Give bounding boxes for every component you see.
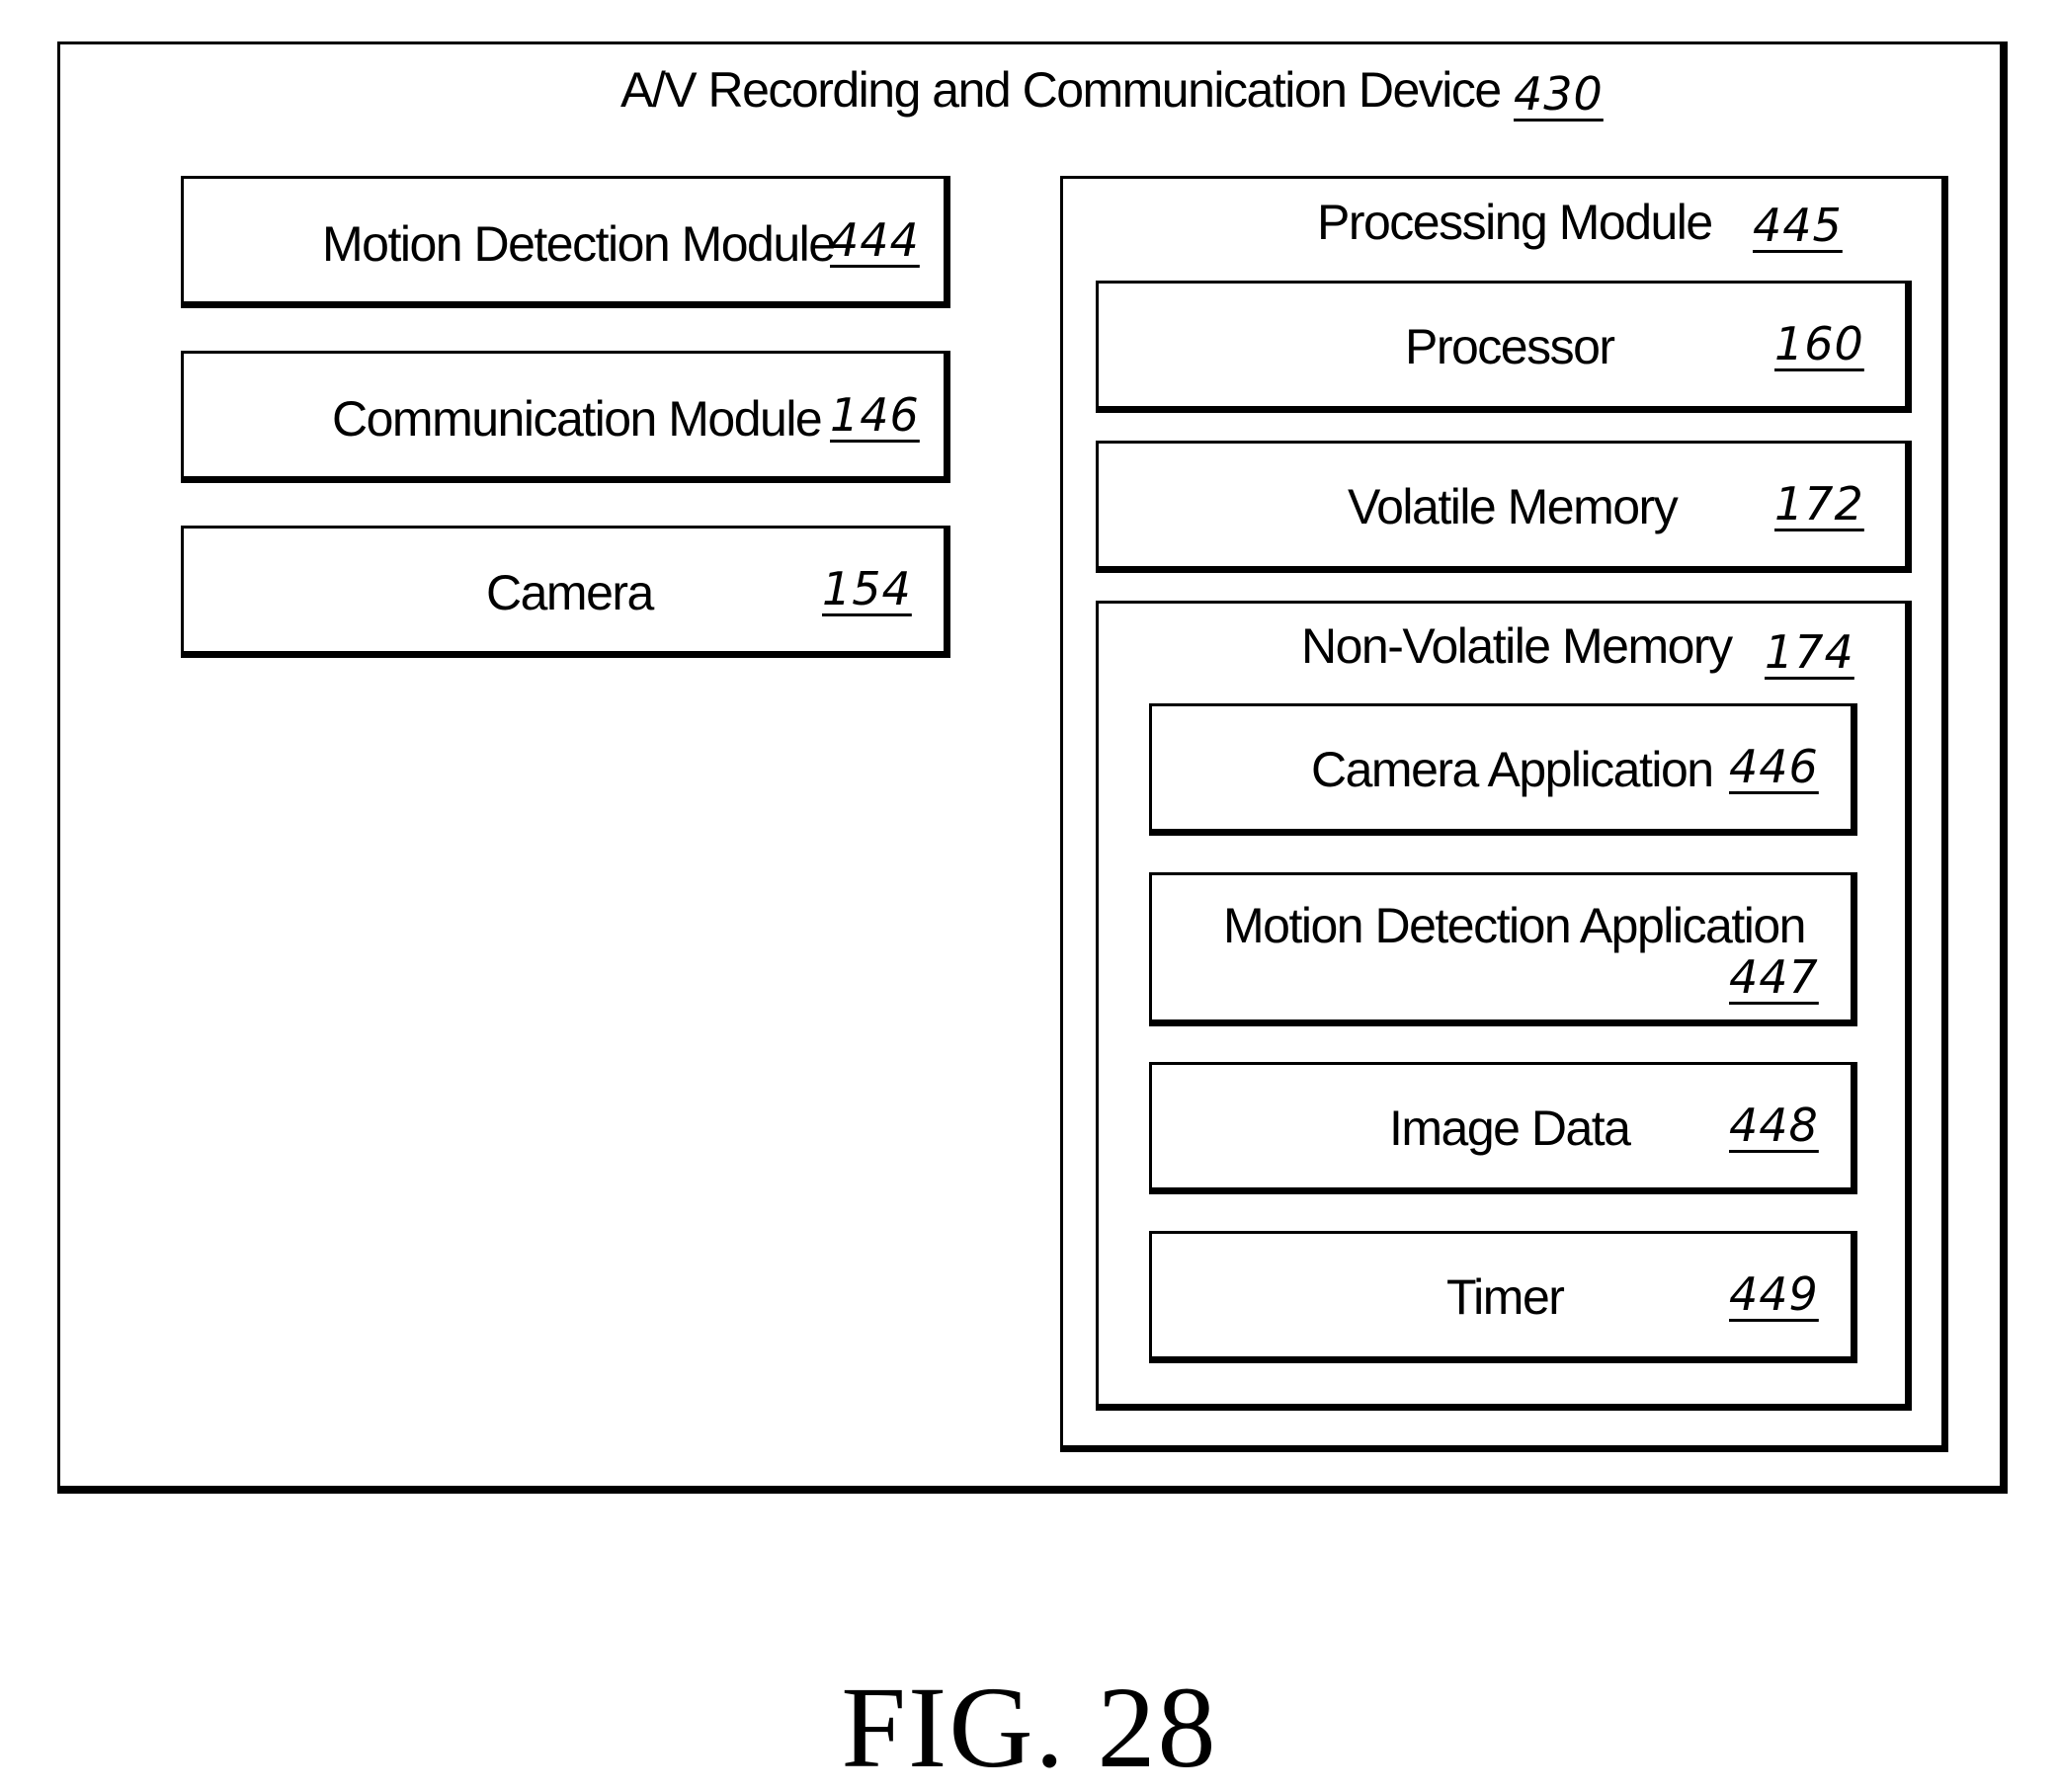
volatile-memory-label: Volatile Memory xyxy=(1348,482,1677,531)
figure-caption: FIG. 28 xyxy=(0,1670,2059,1786)
motion-detection-application-label: Motion Detection Application xyxy=(1223,901,1805,950)
processing-module-ref: 445 xyxy=(1753,203,1843,248)
non-volatile-memory-ref: 174 xyxy=(1765,629,1854,675)
timer-ref: 449 xyxy=(1729,1271,1819,1317)
motion-detection-module-ref: 444 xyxy=(830,217,920,263)
non-volatile-memory-label: Non-Volatile Memory xyxy=(1301,621,1732,671)
volatile-memory-ref: 172 xyxy=(1774,481,1864,527)
communication-module-ref: 146 xyxy=(830,392,920,438)
processing-module-label: Processing Module xyxy=(1317,198,1712,247)
image-data-ref: 448 xyxy=(1729,1102,1819,1148)
av-device-ref: 430 xyxy=(1514,71,1604,117)
processor-label: Processor xyxy=(1405,322,1614,371)
timer-label: Timer xyxy=(1446,1272,1563,1322)
camera-label: Camera xyxy=(486,568,653,617)
communication-module-label: Communication Module xyxy=(332,394,821,444)
motion-detection-module-label: Motion Detection Module xyxy=(322,219,835,269)
processor-ref: 160 xyxy=(1774,321,1864,367)
av-device-label: A/V Recording and Communication Device xyxy=(620,65,1501,115)
camera-application-label: Camera Application xyxy=(1311,745,1713,794)
motion-detection-application-ref: 447 xyxy=(1729,954,1819,1000)
camera-application-ref: 446 xyxy=(1729,744,1819,789)
image-data-label: Image Data xyxy=(1389,1103,1629,1153)
camera-ref: 154 xyxy=(822,566,912,611)
